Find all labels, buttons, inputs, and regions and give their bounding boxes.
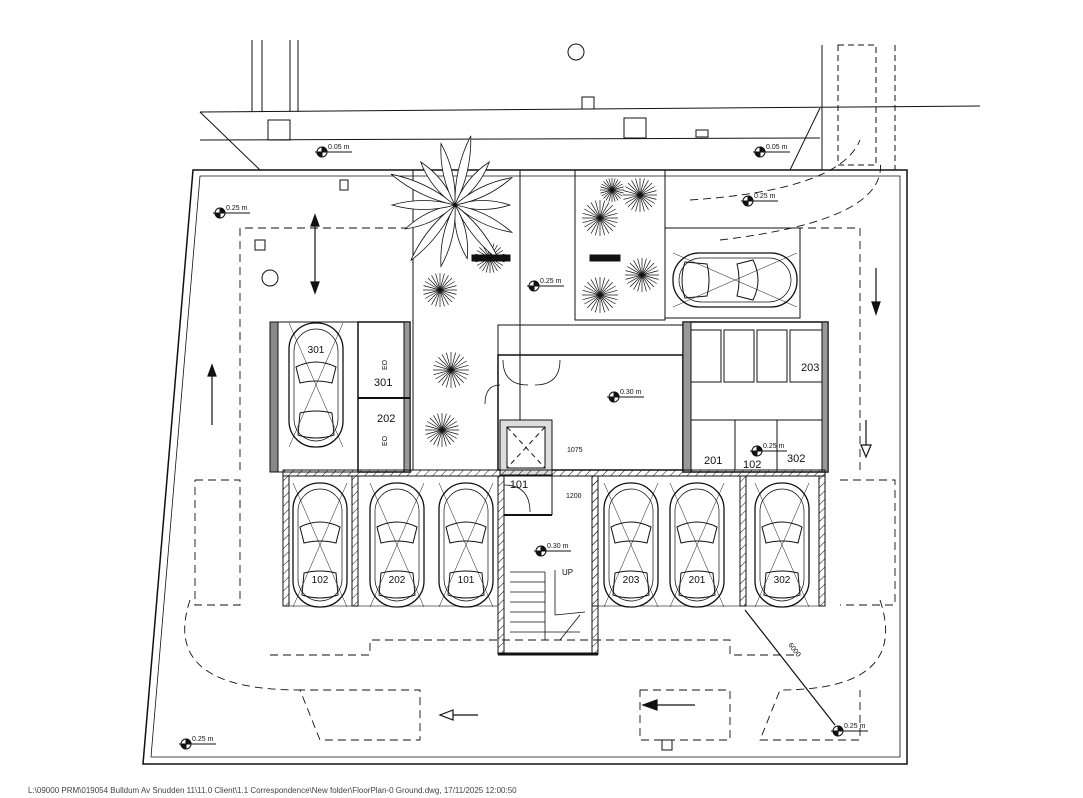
room-label-203: 203 bbox=[801, 362, 819, 374]
eo-label: EO bbox=[382, 359, 389, 370]
level-marker: 0.30 m bbox=[534, 543, 571, 557]
level-marker: 0.30 m bbox=[607, 389, 644, 403]
level-marker-label: 0.25 m bbox=[192, 736, 214, 743]
level-marker: 0.25 m bbox=[213, 205, 250, 219]
room-label-101: 101 bbox=[510, 479, 528, 491]
eo-label: EO bbox=[382, 435, 389, 446]
level-marker: 0.25 m bbox=[741, 193, 778, 207]
level-marker-label: 0.30 m bbox=[547, 543, 569, 550]
level-marker: 0.25 m bbox=[831, 723, 868, 737]
cars: 301 102 202 101 203 201 302 bbox=[288, 252, 810, 608]
level-marker-label: 0.05 m bbox=[328, 144, 350, 151]
car-302: 302 bbox=[754, 482, 810, 608]
room-label-202: 202 bbox=[377, 413, 395, 425]
level-marker: 0.25 m bbox=[527, 278, 564, 292]
site-boundary bbox=[142, 40, 981, 765]
stair-up-label: UP bbox=[562, 568, 573, 577]
level-markers: 0.05 m 0.05 m 0.25 m 0.25 m 0.25 m 0.30 m 0.30… bbox=[179, 144, 868, 750]
tree-icon bbox=[433, 352, 469, 388]
room-label-201: 201 bbox=[704, 455, 722, 467]
car-unlabeled bbox=[672, 252, 798, 308]
building-walls bbox=[269, 169, 829, 656]
car-label: 202 bbox=[389, 575, 406, 586]
level-marker-label: 0.25 m bbox=[754, 193, 776, 200]
car-301: 301 bbox=[288, 322, 344, 448]
level-marker-label: 0.25 m bbox=[844, 723, 866, 730]
level-marker-label: 0.25 m bbox=[763, 443, 785, 450]
car-label: 301 bbox=[308, 345, 325, 356]
level-marker: 0.25 m bbox=[750, 443, 787, 457]
car-label: 302 bbox=[774, 575, 791, 586]
level-marker-label: 0.30 m bbox=[620, 389, 642, 396]
file-path-footer: L:\09000 PRM\019054 Bulldum Av Snudden 1… bbox=[28, 786, 517, 795]
room-label-102: 102 bbox=[743, 459, 761, 471]
level-marker-label: 0.05 m bbox=[766, 144, 788, 151]
room-label-302: 302 bbox=[787, 453, 805, 465]
car-label: 203 bbox=[623, 575, 640, 586]
car-label: 102 bbox=[312, 575, 329, 586]
level-marker: 0.05 m bbox=[315, 144, 352, 158]
driveway-outline bbox=[184, 139, 896, 741]
car-102: 102 bbox=[292, 482, 348, 608]
car-label: 201 bbox=[689, 575, 706, 586]
stair bbox=[510, 570, 586, 641]
labels: 101 301 202 203 201 102 302 EO EO 1075 1… bbox=[374, 359, 819, 658]
car-label: 101 bbox=[458, 575, 475, 586]
tree-icon bbox=[582, 200, 618, 236]
dimension-radius: 6000 bbox=[786, 642, 801, 659]
car-202: 202 bbox=[369, 482, 425, 608]
tree-icon bbox=[623, 178, 657, 212]
tree-icon bbox=[425, 413, 459, 447]
car-203: 203 bbox=[603, 482, 659, 608]
traffic-arrows bbox=[207, 213, 881, 726]
level-marker-label: 0.25 m bbox=[226, 205, 248, 212]
tree-icon bbox=[600, 178, 624, 202]
room-label-301: 301 bbox=[374, 377, 392, 389]
trees bbox=[390, 135, 659, 447]
dimension-corridor: 1200 bbox=[566, 493, 582, 500]
tree-icon bbox=[582, 277, 618, 313]
dimension-door: 1075 bbox=[567, 447, 583, 454]
palm-tree-icon bbox=[390, 135, 514, 268]
car-101: 101 bbox=[438, 482, 494, 608]
tree-icon bbox=[423, 273, 457, 307]
tree-icon bbox=[625, 258, 659, 292]
level-marker: 0.25 m bbox=[179, 736, 216, 750]
level-marker: 0.05 m bbox=[753, 144, 790, 158]
level-marker-label: 0.25 m bbox=[540, 278, 562, 285]
car-201: 201 bbox=[669, 482, 725, 608]
